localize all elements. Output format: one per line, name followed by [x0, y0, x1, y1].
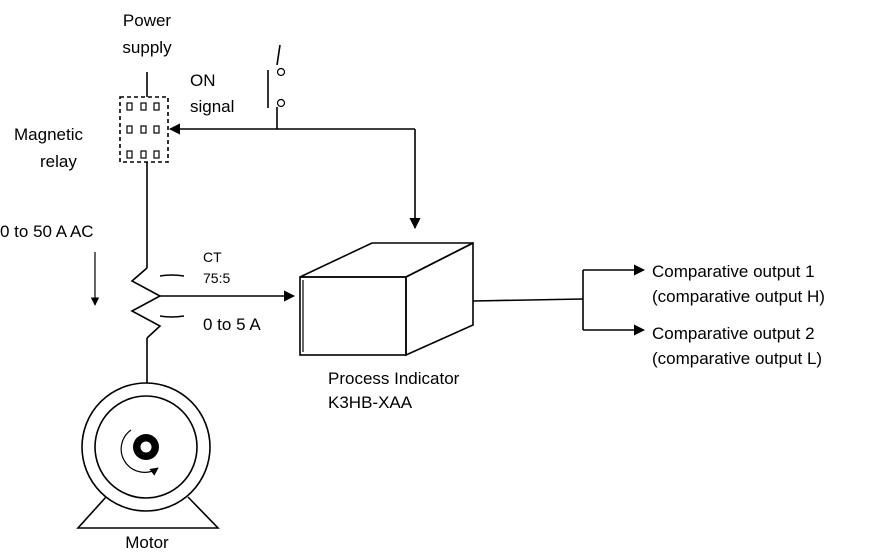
rotation-arrow-icon: [120, 429, 159, 476]
current-range-label: 0 to 50 A AC: [0, 222, 94, 241]
ct-coil: [130, 267, 162, 339]
process-indicator: [299, 241, 474, 357]
motor-label: Motor: [125, 533, 169, 552]
process-indicator-label-line1: Process Indicator: [328, 369, 460, 388]
magnetic-relay-label-line2: relay: [40, 152, 77, 171]
ct-label-line2: 75:5: [203, 270, 230, 286]
power-supply-label-line1: Power: [123, 11, 172, 30]
indicator-output-line: [472, 298, 584, 302]
on-signal-label-line1: ON: [190, 71, 216, 90]
ct-output-label: 0 to 5 A: [203, 315, 261, 334]
on-signal-switch: [267, 44, 286, 129]
on-signal-label-line2: signal: [190, 97, 234, 116]
output-1-label-line2: (comparative output H): [652, 287, 825, 306]
ct-label-line1: CT: [203, 249, 222, 265]
magnetic-relay: [119, 96, 169, 163]
motor: [76, 382, 220, 529]
process-indicator-label-line2: K3HB-XAA: [328, 393, 413, 412]
ct-secondary-top: [159, 274, 185, 277]
power-supply-label-line2: supply: [122, 38, 172, 57]
output-1-label-line1: Comparative output 1: [652, 262, 815, 281]
output-2-label-line1: Comparative output 2: [652, 324, 815, 343]
magnetic-relay-label-line1: Magnetic: [14, 125, 83, 144]
ct-secondary-bottom: [159, 315, 185, 318]
output-2-label-line2: (comparative output L): [652, 349, 822, 368]
